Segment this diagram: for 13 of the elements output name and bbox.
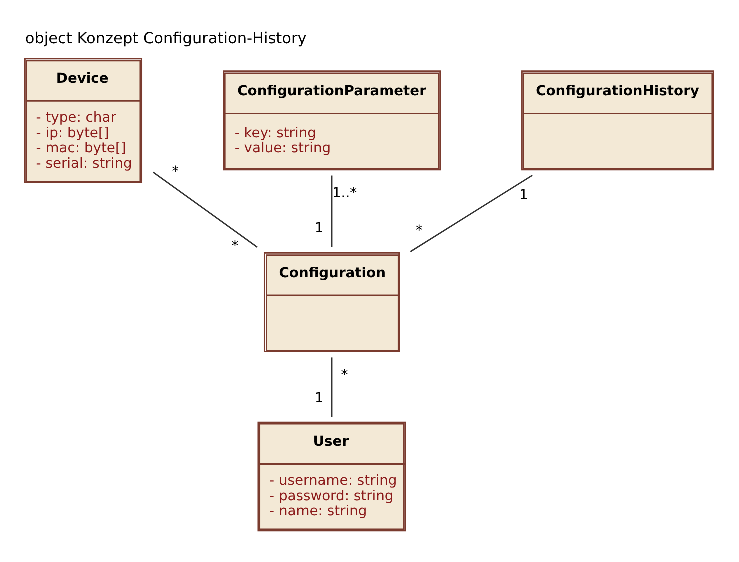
label: 1 [314, 220, 324, 237]
label: * [341, 367, 348, 384]
label: 1..* [332, 185, 358, 202]
label: * [416, 222, 423, 239]
label: * [172, 164, 180, 180]
label: 1 [520, 187, 528, 204]
connector [410, 174, 533, 252]
connector [331, 176, 333, 248]
connector [331, 358, 333, 417]
diagram-title: object Konzept Configuration-History [25, 29, 307, 48]
label: 1 [314, 390, 324, 406]
connector [153, 172, 258, 248]
label: * [232, 238, 239, 255]
